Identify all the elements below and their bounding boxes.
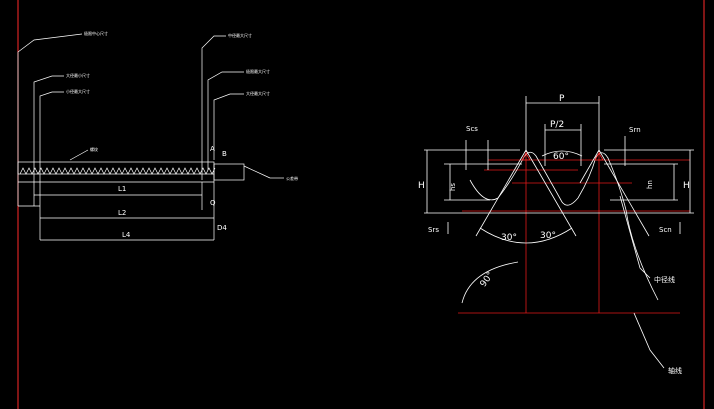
thread-profile-drawing xyxy=(424,96,694,369)
angle-arc-90 xyxy=(461,261,519,304)
leader-5 xyxy=(207,71,244,170)
srn-label: Srn xyxy=(629,126,641,134)
gauge-end-block xyxy=(213,163,245,181)
thread-label: 螺纹 xyxy=(90,146,98,152)
angle-arc-30-30 xyxy=(479,227,573,244)
dim-label-b: B xyxy=(222,150,227,158)
axis-label: 轴线 xyxy=(668,366,682,375)
thread-leader xyxy=(69,149,89,161)
flank-d xyxy=(579,149,600,184)
hs-label: hs xyxy=(449,183,457,191)
hn-label: hn xyxy=(646,180,654,189)
height-label-right: H xyxy=(683,181,690,191)
leader-4 xyxy=(201,35,226,180)
left-dimension-text: L1 L2 L4 D4 A B Q 极限中心尺寸 大径最小尺寸 小径最大尺寸 中… xyxy=(66,30,298,239)
profile-labels: P P/2 60° 30° 30° 90° H H hs hn Scs Srn … xyxy=(418,94,690,375)
half-angle-right-label: 30° xyxy=(540,231,556,241)
axis-leader xyxy=(633,312,665,369)
dim-label-l4: L4 xyxy=(122,231,131,239)
flank-b xyxy=(525,149,577,237)
thread-angle-label: 60° xyxy=(553,152,569,162)
height-label-left: H xyxy=(418,181,425,191)
dim-label-a: A xyxy=(210,145,215,153)
crest-marker-right xyxy=(594,152,604,161)
leader-6 xyxy=(213,93,244,160)
thread-profile-curve xyxy=(469,151,659,301)
thread-body xyxy=(17,161,215,175)
crest-marker-left xyxy=(521,152,531,161)
pitch-label: P xyxy=(559,94,565,104)
dim-label-d4: D4 xyxy=(217,224,227,232)
scs-label: Scs xyxy=(466,125,478,133)
pitch-line-label: 中径线 xyxy=(654,275,675,284)
angle-arc-60 xyxy=(541,150,583,157)
pitch-line-leader xyxy=(619,195,651,279)
half-pitch-label: P/2 xyxy=(550,120,564,130)
flank-a xyxy=(475,149,527,237)
tolerance-label: 公差带 xyxy=(286,175,298,181)
leader-1 xyxy=(17,33,83,206)
flank-c xyxy=(598,149,650,237)
leader-label-6: 大径最大尺寸 xyxy=(246,90,270,96)
leader-label-4: 中径最大尺寸 xyxy=(228,32,252,38)
leader-label-5: 极限最大尺寸 xyxy=(246,68,270,74)
dim-label-l1: L1 xyxy=(118,185,126,193)
tolerance-leader xyxy=(243,165,271,179)
leader-2 xyxy=(33,75,64,206)
leader-3 xyxy=(39,91,64,240)
axis-angle-label: 90° xyxy=(479,270,496,289)
leader-label-2: 大径最小尺寸 xyxy=(66,72,90,78)
srs-label: Srs xyxy=(428,226,439,234)
thread-teeth xyxy=(19,167,216,175)
dim-label-l2: L2 xyxy=(118,209,126,217)
leader-label-3: 小径最大尺寸 xyxy=(66,88,90,94)
scn-label: Scn xyxy=(659,226,672,234)
thread-gauge-drawing xyxy=(17,33,284,241)
dim-label-q: Q xyxy=(210,199,216,207)
leader-label-1: 极限中心尺寸 xyxy=(84,30,108,36)
half-angle-left-label: 30° xyxy=(501,233,517,243)
